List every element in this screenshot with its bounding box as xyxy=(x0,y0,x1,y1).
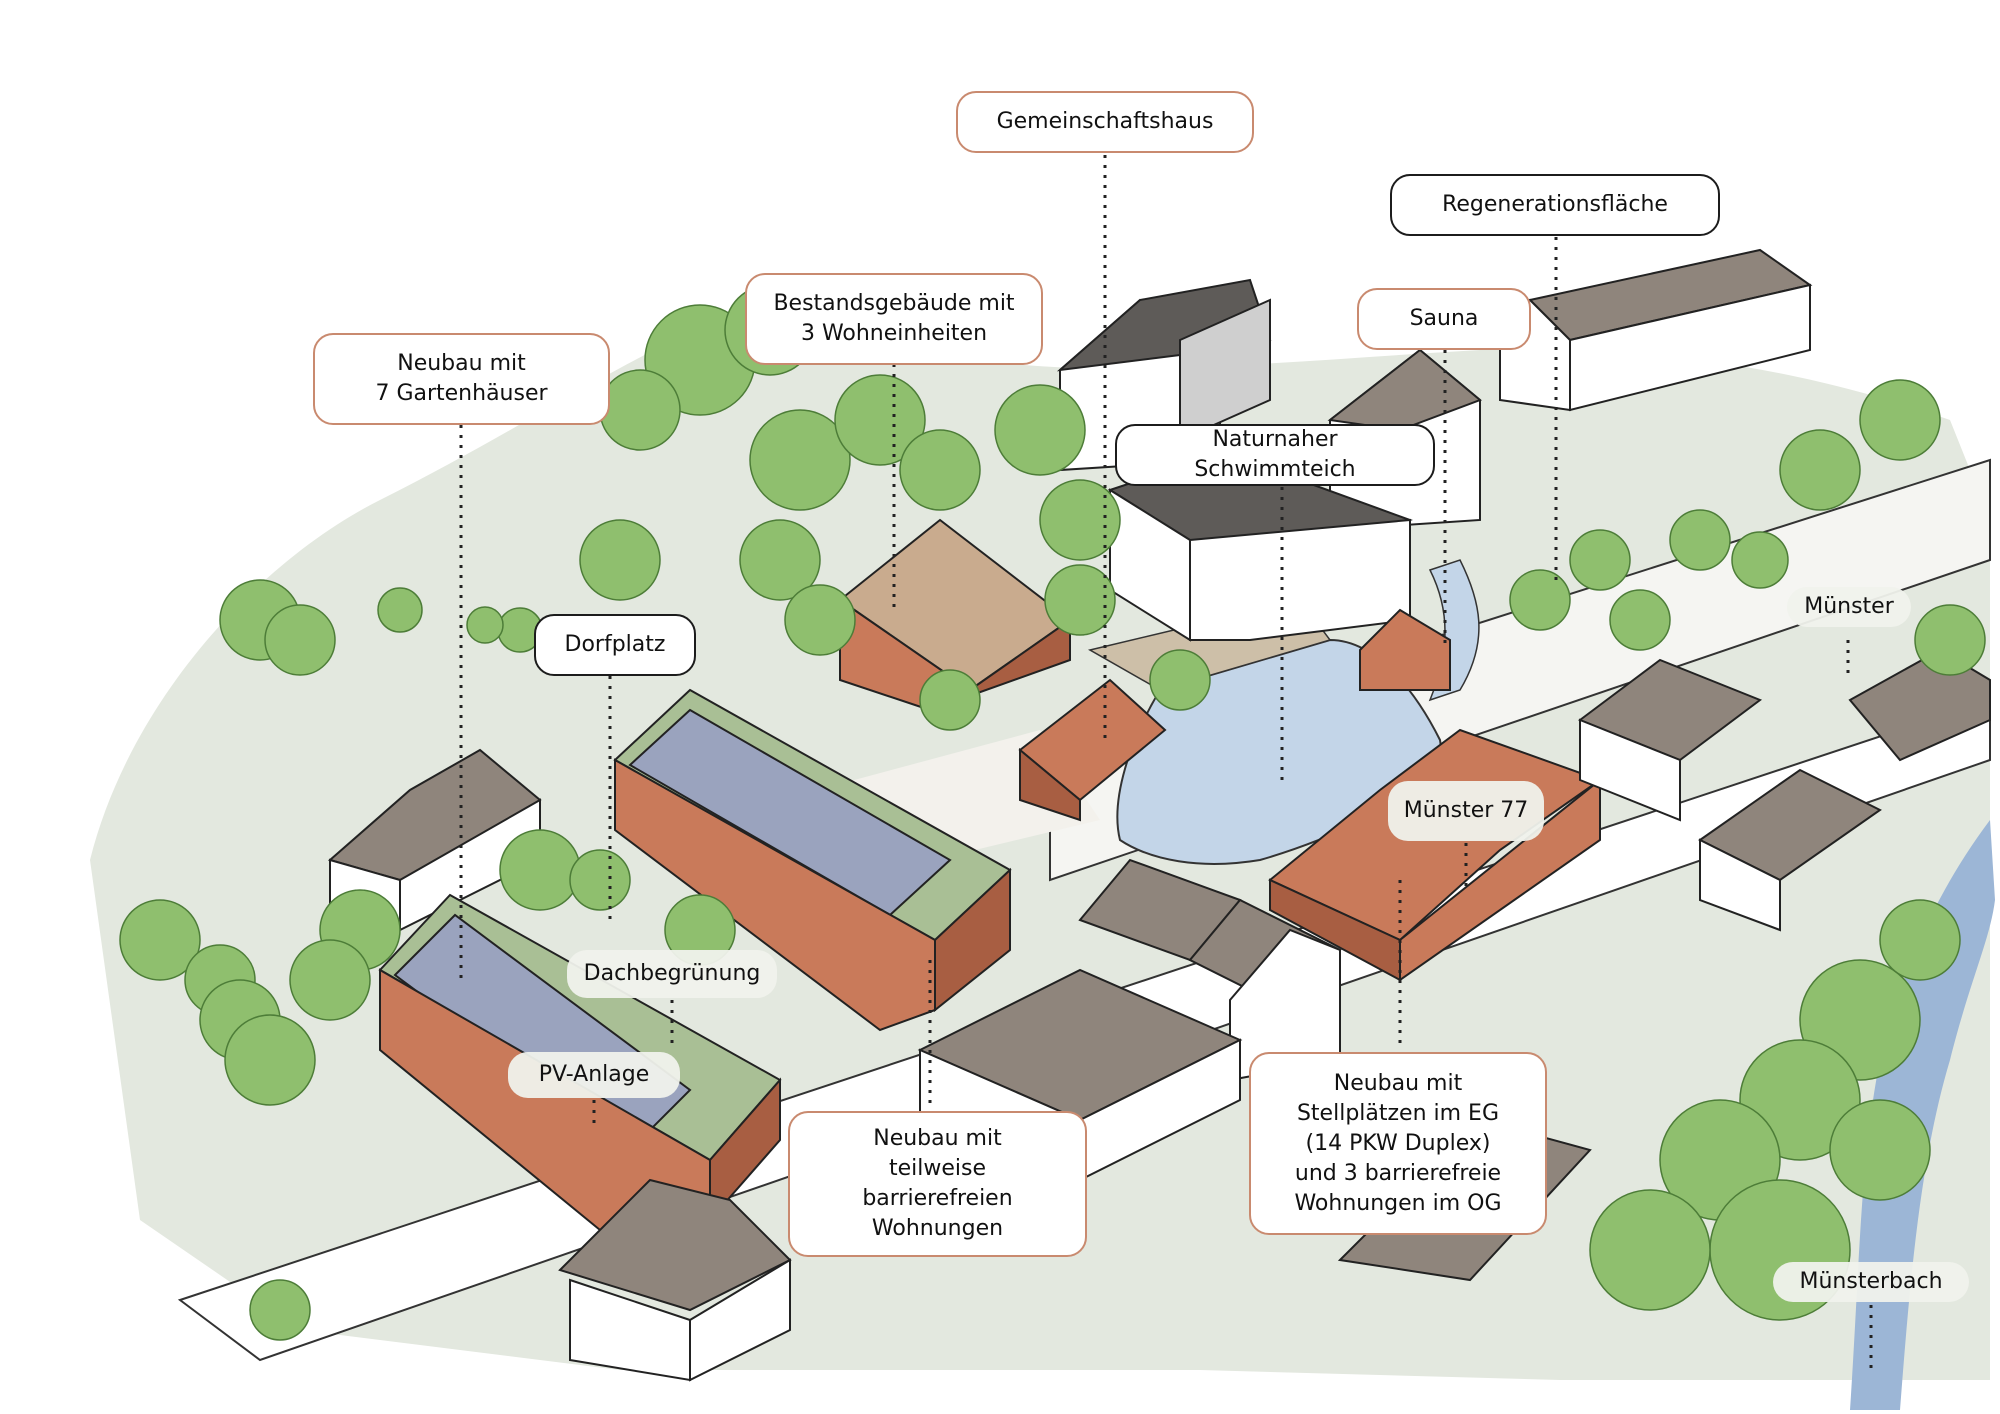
label-sauna: Sauna xyxy=(1357,288,1531,350)
label-gemeinschaftshaus: Gemeinschaftshaus xyxy=(956,91,1254,153)
sauna-building xyxy=(1359,608,1451,691)
neubau-pv-building xyxy=(613,688,1012,1032)
label-neubau-teilweise-barrierefrei: Neubau mit teilweise barrierefreien Wohn… xyxy=(788,1111,1087,1257)
leader-lines xyxy=(459,155,1873,1370)
gemeinschaftshaus-building xyxy=(1018,678,1167,822)
label-muenster77: Münster 77 xyxy=(1388,781,1544,841)
label-bestandsgebaeude: Bestandsgebäude mit 3 Wohneinheiten xyxy=(745,273,1043,365)
label-neubau-gartenhaeuser: Neubau mit 7 Gartenhäuser xyxy=(313,333,610,425)
label-muensterbach: Münsterbach xyxy=(1773,1262,1969,1302)
label-regenerationsflaeche: Regenerationsfläche xyxy=(1390,174,1720,236)
label-muenster-street: Münster xyxy=(1787,587,1911,627)
label-schwimmteich: Naturnaher Schwimmteich xyxy=(1115,424,1435,486)
label-pv-anlage: PV-Anlage xyxy=(508,1052,680,1098)
label-dorfplatz: Dorfplatz xyxy=(534,614,696,676)
label-dachbegruenung: Dachbegrünung xyxy=(567,950,777,998)
label-neubau-stellplaetze: Neubau mit Stellplätzen im EG (14 PKW Du… xyxy=(1249,1052,1547,1235)
